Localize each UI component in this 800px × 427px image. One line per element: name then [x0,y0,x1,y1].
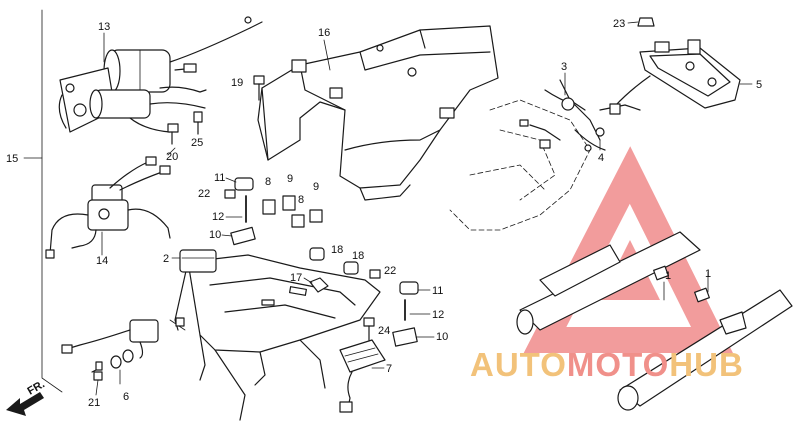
callout-numbers: 13 16 23 5 3 19 4 15 20 25 11 8 9 22 12 … [6,18,762,409]
callout-11-lower: 11 [432,285,443,297]
callout-8-lower: 8 [298,194,304,206]
callout-10-lower: 10 [436,331,448,343]
callout-22-upper: 22 [198,188,210,200]
watermark-auto: AUTO [470,346,567,383]
callout-21: 21 [88,397,100,409]
callout-18-right: 18 [352,250,364,262]
tail-light-5 [609,17,741,115]
callout-6: 6 [123,391,129,403]
callout-3: 3 [561,61,567,73]
callout-22-lower: 22 [384,265,396,277]
callout-16: 16 [318,27,330,39]
callout-5: 5 [756,79,762,91]
watermark-text: AUTOMOTOHUB [470,346,744,383]
callout-12-upper: 12 [212,211,224,223]
svg-text:AUTOMOTOHUB: AUTOMOTOHUB [470,346,744,383]
callout-20: 20 [166,151,178,163]
callout-10-upper: 10 [209,229,221,241]
callout-9-left: 9 [287,173,293,185]
callout-25: 25 [191,137,203,149]
callout-15: 15 [6,153,18,165]
rear-fender-16 [257,25,499,201]
fr-label: FR. [26,378,47,397]
callout-11-upper: 11 [214,172,225,184]
callout-19: 19 [231,77,243,89]
callout-9-right: 9 [313,181,319,193]
callout-23: 23 [613,18,625,30]
bolt-19 [253,75,265,101]
sub-harness-3-4 [519,79,641,152]
callout-2: 2 [163,253,169,265]
callout-8-upper: 8 [265,176,271,188]
front-direction-arrow: FR. [6,378,47,416]
callout-1-left: 1 [665,270,671,282]
sub-frame [169,254,381,421]
callout-17: 17 [290,272,302,284]
small-parts [93,177,419,413]
watermark-hub: HUB [669,346,744,383]
callout-4: 4 [598,152,604,164]
callout-14: 14 [96,255,108,267]
starter-relay-14 [45,156,171,259]
callout-18-left: 18 [331,244,343,256]
bracket-15 [23,9,63,393]
bolt-20-25 [167,111,203,156]
callout-1-right: 1 [705,268,711,280]
watermark-moto: MOTO [567,346,669,383]
starter-motor-13 [58,16,263,133]
frame-dashed-outline [449,99,591,231]
callout-12-lower: 12 [432,309,444,321]
callout-24: 24 [378,325,390,337]
callout-7: 7 [386,363,392,375]
harness-6-21 [61,319,159,385]
callout-13: 13 [98,21,110,33]
mufflers [516,231,793,411]
